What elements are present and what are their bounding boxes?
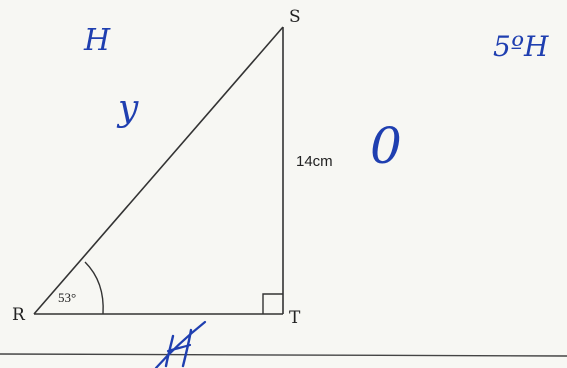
handwritten-zero: 0 <box>370 117 402 175</box>
handwritten-struck-h <box>154 320 207 368</box>
angle-label-r: 53° <box>58 290 76 305</box>
vertex-label-r: R <box>12 305 26 325</box>
right-angle-marker <box>262 293 283 314</box>
handwritten-y: y <box>116 88 139 129</box>
side-length-st: 14cm <box>296 153 333 170</box>
handwritten-h-top-left: H <box>83 23 111 58</box>
vertex-label-t: T <box>289 308 301 328</box>
hypotenuse-rs <box>33 26 284 315</box>
vertex-label-s: S <box>289 7 301 27</box>
angle-arc-r <box>84 261 104 315</box>
page-rule-line <box>0 353 567 357</box>
handwritten-5oh: 5ºH <box>493 30 549 63</box>
